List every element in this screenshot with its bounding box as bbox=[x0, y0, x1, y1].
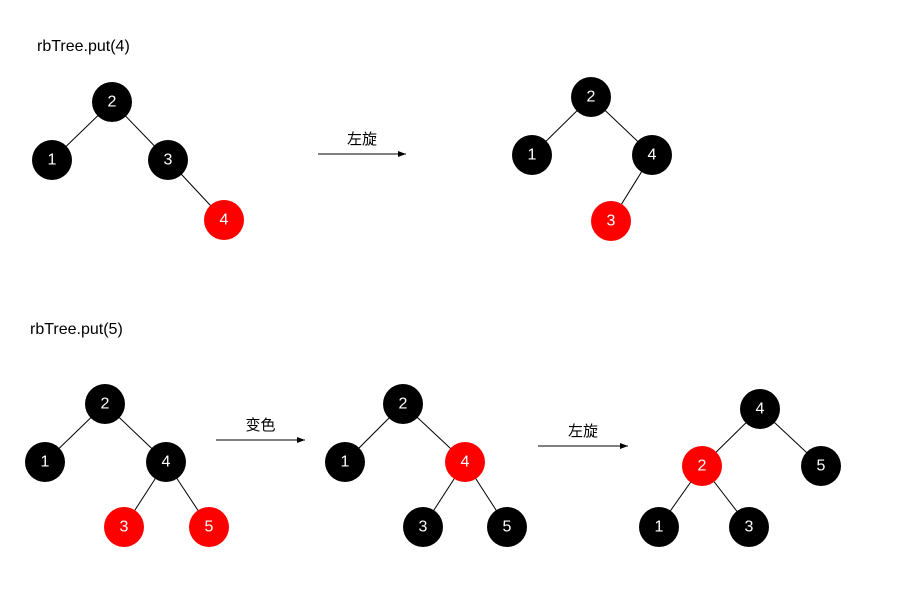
node-label: 2 bbox=[587, 89, 596, 106]
tree-node-2-black: 2 bbox=[383, 384, 423, 424]
tree-1: 2 1 3 4 bbox=[32, 82, 244, 240]
node-label: 3 bbox=[164, 152, 173, 169]
arrow-label: 变色 bbox=[245, 416, 275, 434]
tree-node-5-black: 5 bbox=[801, 446, 841, 486]
tree-node-2-black: 2 bbox=[571, 77, 611, 117]
tree-5: 4 2 5 1 3 bbox=[639, 389, 841, 547]
node-circle bbox=[325, 442, 365, 482]
node-circle bbox=[639, 507, 679, 547]
tree-node-1-black: 1 bbox=[325, 442, 365, 482]
node-circle bbox=[682, 446, 722, 486]
tree-node-5-red: 5 bbox=[189, 507, 229, 547]
node-label: 2 bbox=[698, 458, 707, 475]
node-label: 1 bbox=[48, 152, 57, 169]
node-label: 1 bbox=[41, 454, 50, 471]
node-circle bbox=[32, 140, 72, 180]
node-circle bbox=[189, 507, 229, 547]
tree-node-3-red: 3 bbox=[591, 201, 631, 241]
arrow-label: 左旋 bbox=[568, 422, 598, 440]
node-circle bbox=[740, 389, 780, 429]
node-circle bbox=[729, 507, 769, 547]
node-label: 4 bbox=[756, 401, 765, 418]
tree-node-2-black: 2 bbox=[85, 384, 125, 424]
tree-node-4-black: 4 bbox=[632, 135, 672, 175]
tree-4: 2 1 4 3 5 bbox=[325, 384, 527, 547]
node-label: 4 bbox=[220, 212, 229, 229]
node-circle bbox=[445, 442, 485, 482]
tree-node-4-red: 4 bbox=[204, 200, 244, 240]
section-title-put-4: rbTree.put(4) bbox=[37, 38, 130, 55]
node-label: 5 bbox=[817, 458, 826, 475]
node-label: 4 bbox=[461, 454, 470, 471]
transition-arrow-2: 变色 bbox=[216, 416, 305, 443]
node-circle bbox=[204, 200, 244, 240]
node-label: 3 bbox=[419, 519, 428, 536]
node-label: 5 bbox=[503, 519, 512, 536]
tree-node-1-black: 1 bbox=[32, 140, 72, 180]
node-label: 1 bbox=[528, 147, 537, 164]
node-circle bbox=[85, 384, 125, 424]
tree-node-1-black: 1 bbox=[512, 135, 552, 175]
tree-node-4-black: 4 bbox=[146, 442, 186, 482]
node-circle bbox=[403, 507, 443, 547]
section-title-put-5: rbTree.put(5) bbox=[30, 321, 123, 338]
node-label: 1 bbox=[341, 454, 350, 471]
tree-node-4-red: 4 bbox=[445, 442, 485, 482]
node-label: 4 bbox=[648, 147, 657, 164]
tree-node-3-black: 3 bbox=[403, 507, 443, 547]
tree-3: 2 1 4 3 5 bbox=[25, 384, 229, 547]
tree-node-3-black: 3 bbox=[729, 507, 769, 547]
tree-node-3-black: 3 bbox=[148, 140, 188, 180]
transition-arrow-1: 左旋 bbox=[318, 130, 406, 157]
node-label: 3 bbox=[120, 519, 129, 536]
tree-node-4-black: 4 bbox=[740, 389, 780, 429]
tree-node-1-black: 1 bbox=[25, 442, 65, 482]
node-circle bbox=[487, 507, 527, 547]
node-circle bbox=[571, 77, 611, 117]
node-label: 2 bbox=[101, 396, 110, 413]
node-label: 3 bbox=[607, 213, 616, 230]
node-circle bbox=[632, 135, 672, 175]
node-label: 2 bbox=[108, 94, 117, 111]
node-label: 4 bbox=[162, 454, 171, 471]
node-circle bbox=[801, 446, 841, 486]
node-circle bbox=[591, 201, 631, 241]
node-circle bbox=[92, 82, 132, 122]
tree-node-5-black: 5 bbox=[487, 507, 527, 547]
node-label: 1 bbox=[655, 519, 664, 536]
node-circle bbox=[148, 140, 188, 180]
node-circle bbox=[104, 507, 144, 547]
arrow-label: 左旋 bbox=[347, 130, 377, 148]
node-circle bbox=[146, 442, 186, 482]
node-label: 5 bbox=[205, 519, 214, 536]
node-circle bbox=[383, 384, 423, 424]
transition-arrow-3: 左旋 bbox=[538, 422, 628, 449]
node-circle bbox=[25, 442, 65, 482]
tree-node-2-red: 2 bbox=[682, 446, 722, 486]
tree-2: 2 1 4 3 bbox=[512, 77, 672, 241]
node-label: 2 bbox=[399, 396, 408, 413]
node-circle bbox=[512, 135, 552, 175]
tree-node-3-red: 3 bbox=[104, 507, 144, 547]
node-label: 3 bbox=[745, 519, 754, 536]
tree-node-2-black: 2 bbox=[92, 82, 132, 122]
tree-node-1-black: 1 bbox=[639, 507, 679, 547]
